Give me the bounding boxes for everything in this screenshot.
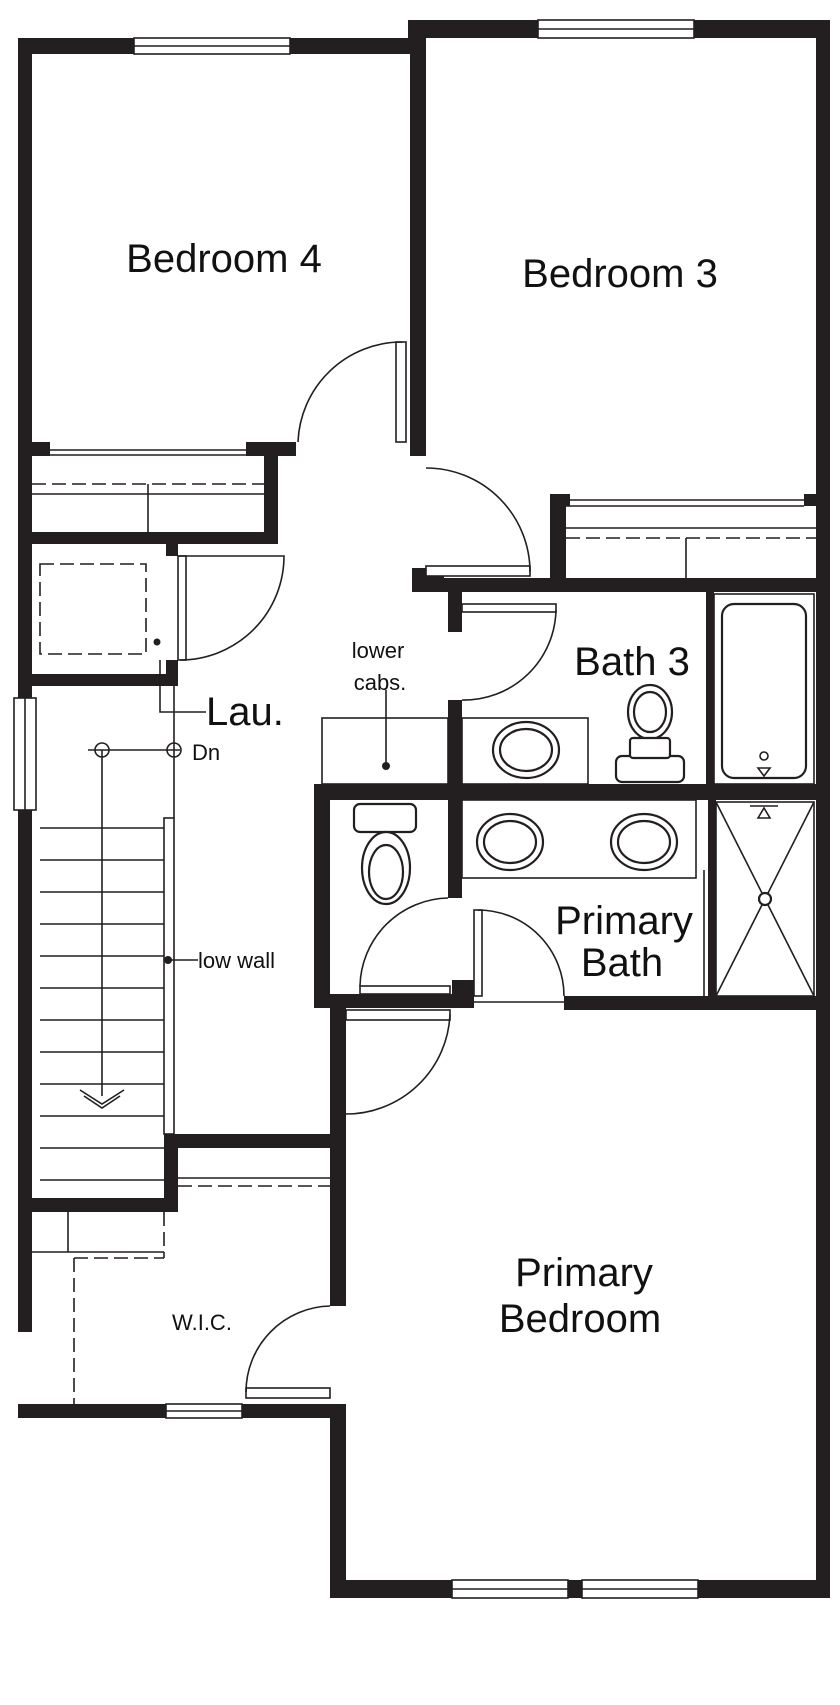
laundry-pointer [153, 638, 206, 713]
label-primary-bath-1: Primary [555, 899, 693, 943]
label-primary-bedroom-2: Bedroom [499, 1297, 661, 1341]
primary-bath-fixtures [352, 799, 815, 997]
windows [13, 19, 699, 1599]
label-bath-3: Bath 3 [574, 640, 690, 684]
label-lower-cabs-1: lower [352, 638, 405, 663]
label-primary-bath-2: Bath [581, 941, 663, 985]
washer-dryer-box [39, 563, 147, 655]
label-low-wall: low wall [198, 948, 275, 973]
doors [177, 341, 565, 1399]
label-bedroom-3: Bedroom 3 [522, 252, 718, 296]
closet-shelves [32, 449, 816, 1404]
lower-cabinets [321, 690, 449, 785]
label-lower-cabs-2: cabs. [354, 670, 407, 695]
label-primary-bedroom-1: Primary [515, 1251, 653, 1295]
label-stairs-down: Dn [192, 740, 220, 765]
room-labels: Bedroom 4 Bedroom 3 Bath 3 Lau. lower ca… [126, 237, 718, 1341]
bath3-fixtures [461, 593, 815, 785]
stairs [40, 686, 198, 1181]
label-bedroom-4: Bedroom 4 [126, 237, 322, 281]
label-wic: W.I.C. [172, 1310, 232, 1335]
label-laundry: Lau. [206, 690, 284, 734]
